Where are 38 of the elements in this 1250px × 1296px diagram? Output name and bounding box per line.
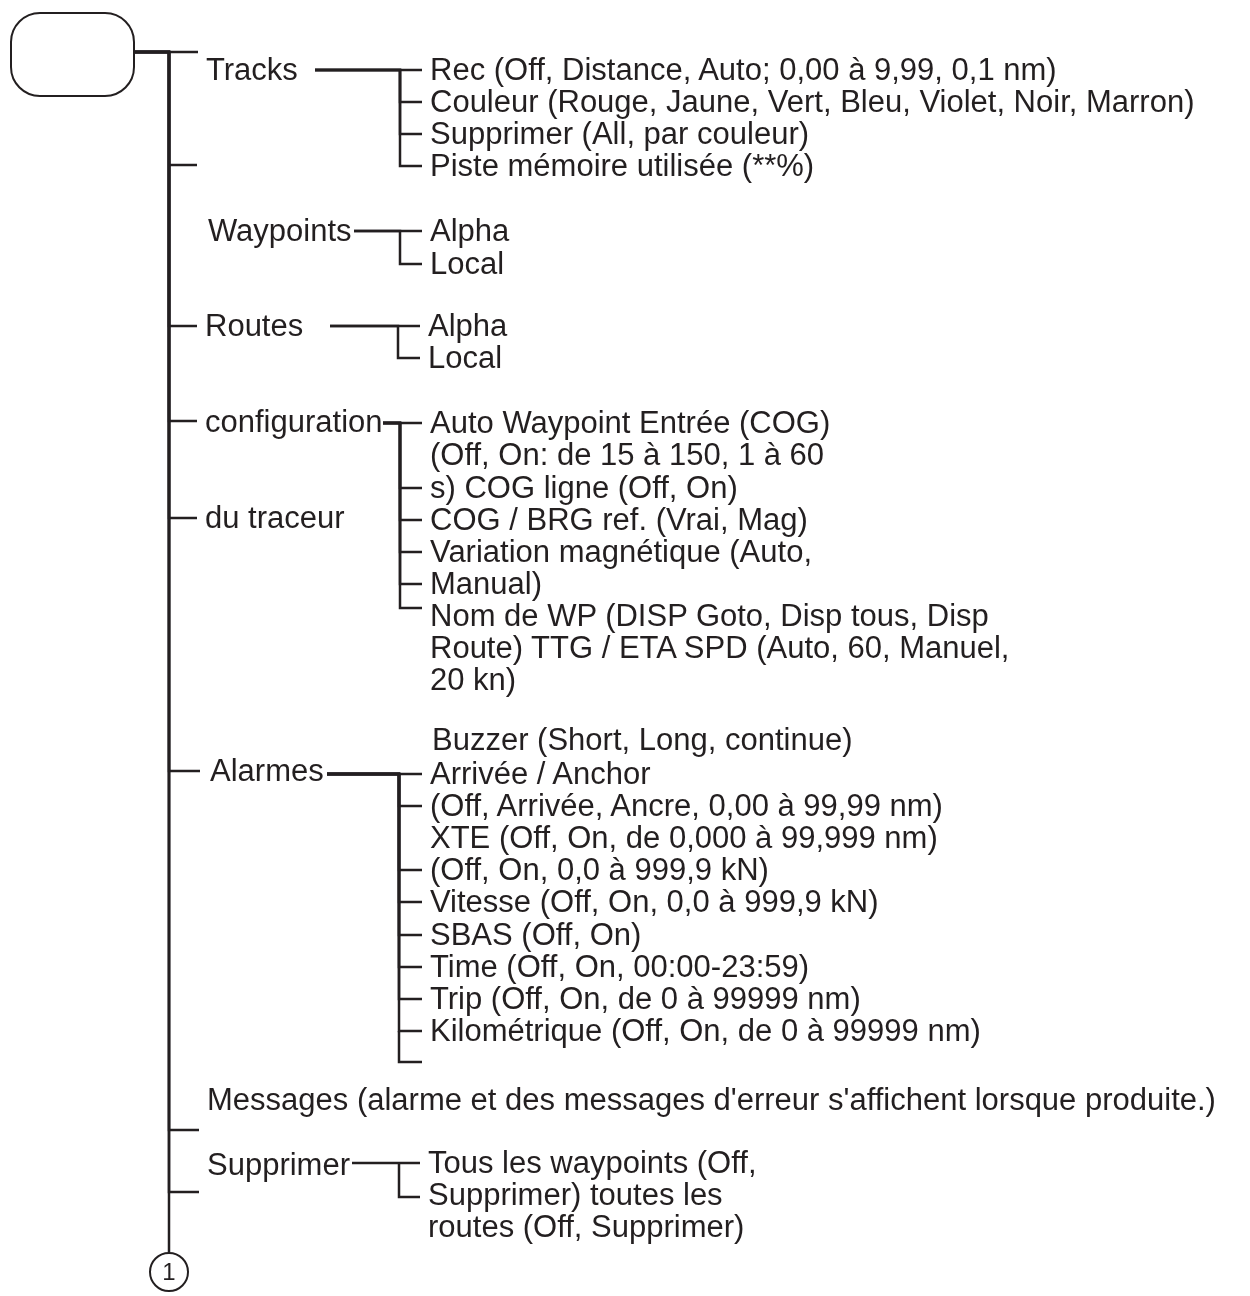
tree-connector: [352, 1161, 420, 1165]
menu-item: Kilométrique (Off, On, de 0 à 99999 nm): [422, 1015, 981, 1047]
menu-item: (Off, On, 0,0 à 999,9 kN): [422, 854, 769, 886]
menu-item: Alpha: [420, 310, 508, 342]
tree-connector: [135, 50, 171, 1254]
menu-item: Variation magnétique (Auto,: [422, 536, 812, 568]
menu-item: Vitesse (Off, On, 0,0 à 999,9 kN): [422, 886, 879, 918]
tree-connector: [330, 324, 420, 360]
menu-item: Piste mémoire utilisée (**%): [422, 150, 815, 182]
menu-item: Messages (alarme et des messages d'erreur s'affichent lorsque produite.): [199, 1084, 1216, 1116]
menu-item: configuration: [197, 406, 383, 438]
menu-item: Arrivée / Anchor: [422, 758, 651, 790]
connector-circle: 1: [149, 1252, 189, 1292]
menu-item: SBAS (Off, On): [422, 919, 642, 951]
menu-item: Rec (Off, Distance, Auto; 0,00 à 9,99, 0,1 nm): [422, 54, 1057, 86]
menu-item: Alarmes: [200, 755, 324, 787]
menu-item: Supprimer (All, par couleur): [422, 118, 810, 150]
menu-item: Time (Off, On, 00:00-23:59): [422, 951, 810, 983]
menu-item: Buzzer (Short, Long, continue): [432, 724, 853, 756]
menu-item: Local: [420, 342, 503, 374]
menu-item: Local: [422, 248, 505, 280]
menu-item: Trip (Off, On, de 0 à 99999 nm): [422, 983, 861, 1015]
menu-item: COG / BRG ref. (Vrai, Mag): [422, 504, 808, 536]
menu-item: Tracks: [198, 54, 298, 86]
tree-connector: [315, 68, 422, 168]
menu-item: Routes: [197, 310, 304, 342]
menu-item: Tous les waypoints (Off, Supprimer) toutes les routes (Off, Supprimer): [420, 1147, 780, 1243]
menu-item: Nom de WP (DISP Goto, Disp tous, Disp Route) TTG / ETA SPD (Auto, 60, Manuel, 20 kn): [422, 600, 1022, 696]
menu-item: Supprimer: [199, 1149, 350, 1181]
menu-item: Manual): [422, 568, 542, 600]
tree-connector: [354, 229, 422, 266]
menu-item: s) COG ligne (Off, On): [422, 472, 738, 504]
menu-item: Alpha: [422, 215, 510, 247]
menu-item: Couleur (Rouge, Jaune, Vert, Bleu, Violet, Noir, Marron): [422, 86, 1195, 118]
menu-item: (Off, Arrivée, Ancre, 0,00 à 99,99 nm) XTE (Off, On, de 0,000 à 99,999 nm): [422, 790, 997, 854]
menu-item: Waypoints: [200, 215, 352, 247]
menu-item: du traceur: [197, 502, 345, 534]
menu-key-box: [10, 12, 135, 97]
